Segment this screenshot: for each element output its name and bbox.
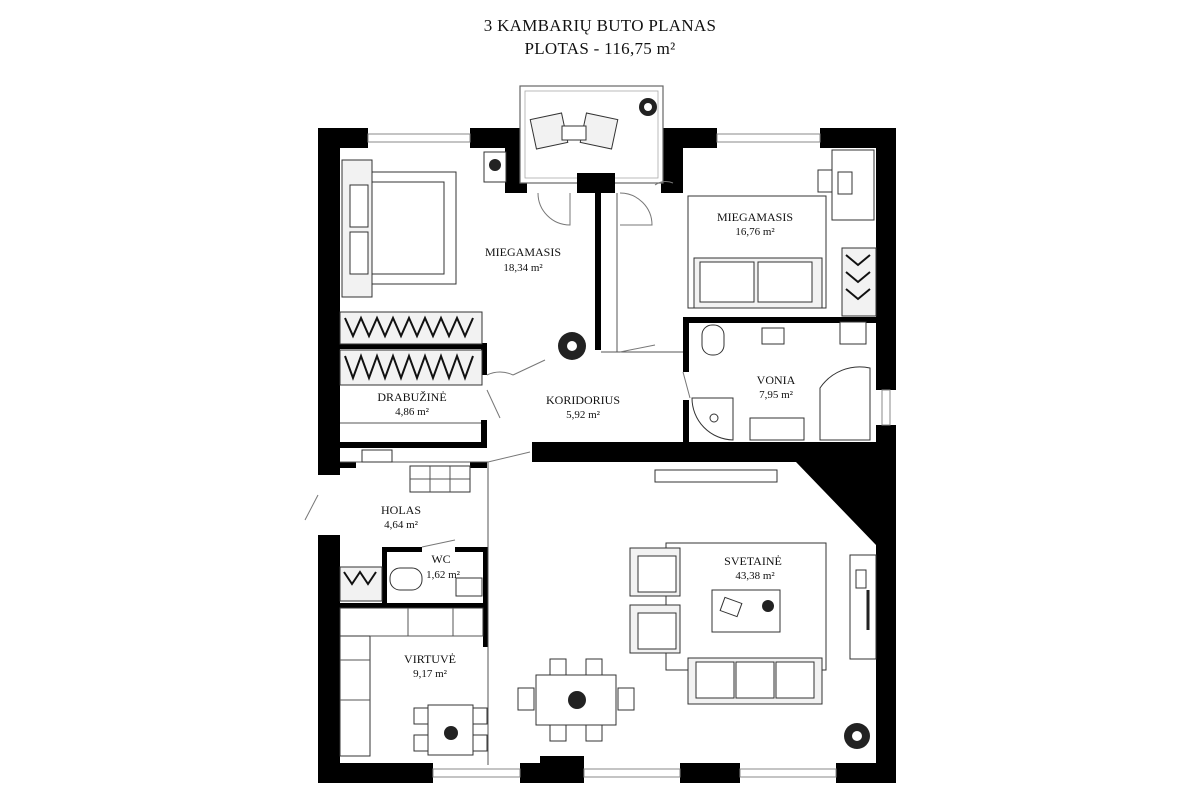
room-label-bedroom1: MIEGAMASIS 18,34 m² <box>485 245 561 274</box>
room-name: HOLAS <box>381 503 421 517</box>
living-furniture <box>517 469 877 749</box>
room-name: SVETAINĖ <box>724 554 782 568</box>
doors <box>304 180 691 548</box>
room-name: VIRTUVĖ <box>404 652 456 666</box>
room-name: DRABUŽINĖ <box>377 390 446 404</box>
room-label-bedroom2: MIEGAMASIS 16,76 m² <box>717 210 793 238</box>
partition-lines <box>340 193 683 765</box>
plan-title: 3 KAMBARIŲ BUTO PLANAS <box>483 16 717 35</box>
room-name: VONIA <box>757 373 796 387</box>
room-name: MIEGAMASIS <box>485 245 561 259</box>
room-area: 4,86 m² <box>395 406 430 418</box>
outer-walls <box>318 128 896 783</box>
room-label-living: SVETAINĖ 43,38 m² <box>724 554 782 582</box>
room-area: 5,92 m² <box>566 409 601 421</box>
wc-furniture <box>389 567 483 597</box>
interior-walls <box>337 193 876 647</box>
room-area: 16,76 m² <box>735 226 775 238</box>
room-label-wardrobe: DRABUŽINĖ 4,86 m² <box>377 390 446 418</box>
balcony <box>519 85 664 193</box>
room-name: MIEGAMASIS <box>717 210 793 224</box>
room-label-bathroom: VONIA 7,95 m² <box>757 373 796 401</box>
windows <box>367 133 891 778</box>
room-label-kitchen: VIRTUVĖ 9,17 m² <box>404 652 456 680</box>
room-area: 18,34 m² <box>503 262 543 274</box>
room-area: 1,62 m² <box>426 569 461 581</box>
room-label-corridor: KORIDORIUS 5,92 m² <box>546 393 620 421</box>
room-name: KORIDORIUS <box>546 393 620 407</box>
plan-area: PLOTAS - 116,75 m² <box>524 39 676 58</box>
bedroom2-furniture <box>687 149 877 317</box>
bedroom1-furniture <box>339 151 586 360</box>
room-name: WC <box>431 552 450 566</box>
kitchen-furniture <box>339 607 488 757</box>
wardrobe-furniture <box>339 349 483 424</box>
room-label-hall: HOLAS 4,64 m² <box>381 503 421 531</box>
room-area: 7,95 m² <box>759 389 794 401</box>
room-area: 43,38 m² <box>735 570 775 582</box>
hall-furniture <box>339 449 471 602</box>
room-area: 9,17 m² <box>413 668 448 680</box>
room-area: 4,64 m² <box>384 519 419 531</box>
bathroom-furniture <box>691 321 871 441</box>
room-label-wc: WC 1,62 m² <box>426 552 461 581</box>
